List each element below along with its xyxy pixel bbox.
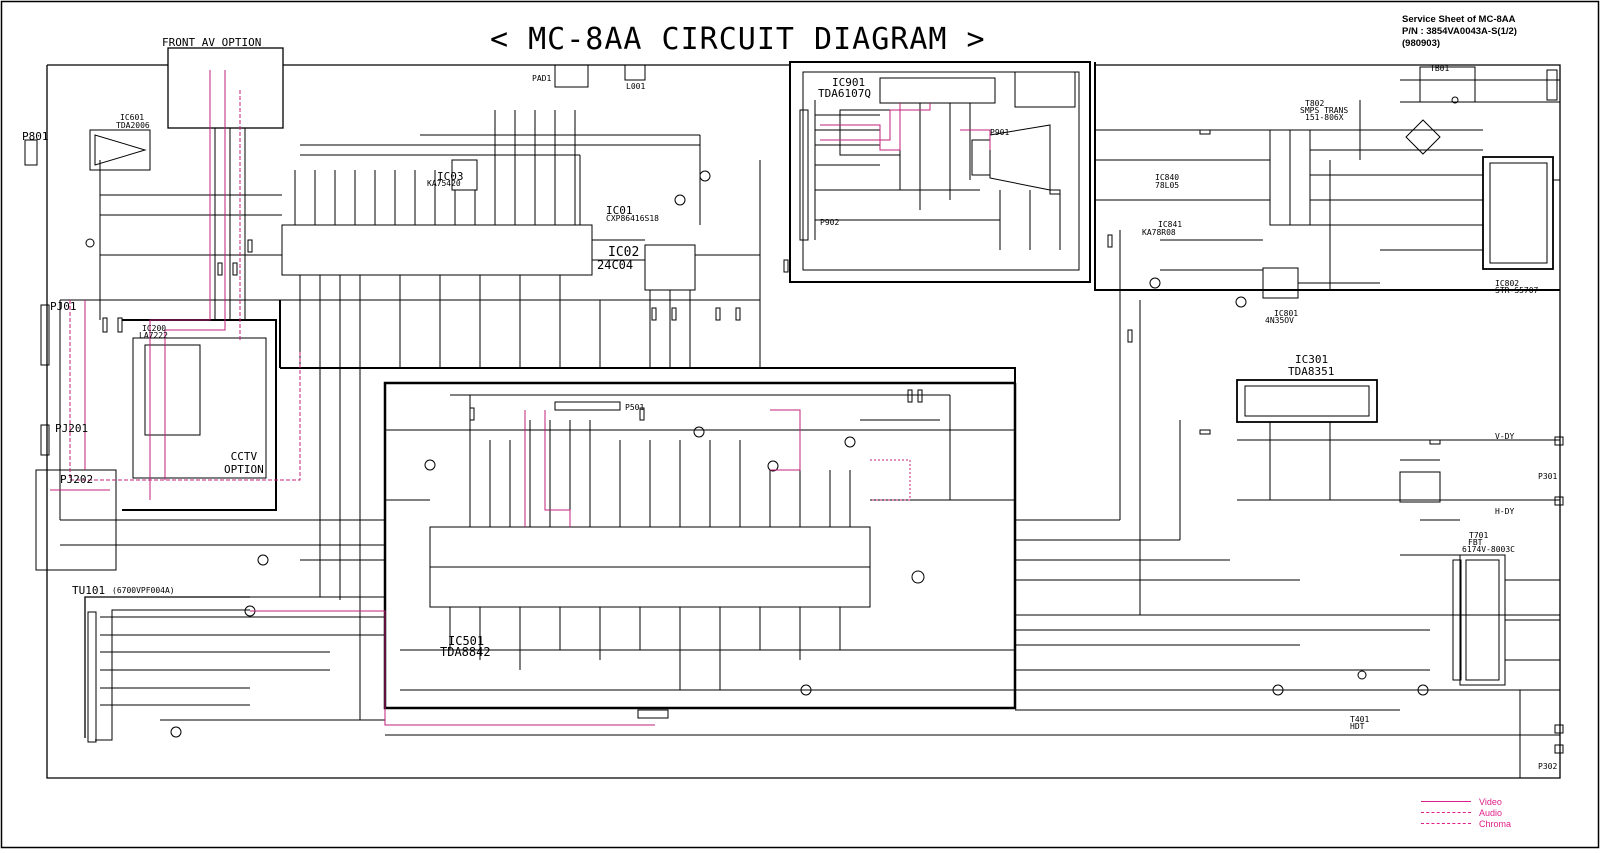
- ic301-body: [1236, 379, 1378, 423]
- service-sheet-info: Service Sheet of MC-8AA P/N : 3854VA0043…: [1402, 14, 1517, 50]
- p901-label: P901: [990, 128, 1010, 137]
- ic841-part-label: KA78R08: [1142, 228, 1176, 237]
- v-dy-label: V-DY: [1495, 432, 1515, 441]
- p302-label: P302: [1538, 762, 1558, 771]
- ic802-body: [1482, 156, 1554, 270]
- ic901-frame: [789, 61, 1091, 283]
- ic840-part-label: 78L05: [1155, 181, 1180, 190]
- service-sheet-date: (980903): [1402, 38, 1441, 49]
- power-frame: [1094, 62, 1560, 291]
- pj201-label: PJ201: [55, 422, 89, 435]
- ic802-part-label: STR-S5707: [1495, 286, 1539, 295]
- p902-label: P902: [820, 218, 840, 227]
- ic01-label: IC01: [606, 204, 633, 217]
- ic601-symbol: [94, 134, 147, 166]
- ic01-part-label: CXP86416S18: [606, 214, 659, 223]
- ic601-part-label: TDA2006: [116, 121, 150, 130]
- t802-part-label: 151-806X: [1305, 113, 1344, 122]
- ic901-label: IC901: [832, 76, 866, 89]
- ic501-part-label: TDA8842: [440, 645, 491, 659]
- t802-label: T802: [1305, 99, 1325, 108]
- ic200-part-label: LA7222: [139, 331, 168, 340]
- ic802-label: IC802: [1495, 279, 1520, 288]
- ic801-label: IC801: [1274, 309, 1299, 318]
- tu101-label: TU101: [72, 584, 106, 597]
- cctv-option-label: CCTV OPTION: [224, 450, 264, 476]
- h-dy-label: H-DY: [1495, 507, 1515, 516]
- micom-frame: [280, 367, 1016, 383]
- ic03-part-label: KA75420: [427, 179, 461, 188]
- ic301-part-label: TDA8351: [1288, 365, 1335, 378]
- pad1-label: PAD1: [532, 74, 552, 83]
- diagram-title: < MC-8AA CIRCUIT DIAGRAM >: [490, 22, 986, 57]
- ic601-label: IC601: [120, 113, 145, 122]
- p801-label: P801: [22, 130, 49, 143]
- ic02-label: IC02: [608, 245, 640, 260]
- tb01-label: TB01: [1430, 64, 1450, 73]
- legend-chroma-label: Chroma: [1479, 818, 1512, 829]
- pj01-label: PJ01: [50, 300, 77, 313]
- t401-label: T401: [1350, 715, 1370, 724]
- t701-label: T701: [1469, 531, 1489, 540]
- ic901-part-label: TDA6107Q: [818, 87, 871, 100]
- ic02-part-label: 24C04: [597, 258, 634, 272]
- ic301-label: IC301: [1295, 353, 1329, 366]
- legend-chroma: Chroma: [1421, 818, 1511, 829]
- service-sheet-part-number: P/N : 3854VA0043A-S(1/2): [1402, 26, 1517, 37]
- t701-part-label: 6174V-8003C: [1462, 545, 1515, 554]
- tuner-frame: [84, 596, 250, 738]
- signal-legend: Video Audio Chroma: [1421, 796, 1511, 829]
- legend-audio: Audio: [1421, 807, 1511, 818]
- ic840-label: IC840: [1155, 173, 1180, 182]
- front-av-option-label: FRONT AV OPTION: [162, 36, 262, 49]
- ic200-label: IC200: [142, 324, 167, 333]
- t401-desc-label: HDT: [1350, 722, 1365, 731]
- pj202-label: PJ202: [60, 473, 94, 486]
- ic01-body: [281, 224, 593, 276]
- fbt-body: [1459, 554, 1506, 686]
- t701-desc-label: FBT: [1468, 538, 1483, 547]
- ic02-body: [644, 244, 696, 291]
- tu101-part-label: (6700VPF004A): [112, 586, 175, 595]
- p501-label: P501: [625, 403, 645, 412]
- cctv-label-line1: CCTV: [230, 450, 258, 463]
- legend-video-label: Video: [1479, 796, 1502, 807]
- t802-desc-label: SMPS TRANS: [1300, 106, 1349, 115]
- ic841-label: IC841: [1158, 220, 1183, 229]
- main-frame: [46, 64, 1561, 779]
- legend-audio-label: Audio: [1479, 807, 1503, 818]
- service-sheet-line1: Service Sheet of MC-8AA: [1402, 14, 1516, 25]
- p301-label: P301: [1538, 472, 1558, 481]
- legend-video: Video: [1421, 796, 1511, 807]
- ic501-label: IC501: [448, 634, 485, 648]
- ic03-label: IC03: [437, 170, 464, 183]
- ic801-part-label: 4N35OV: [1265, 316, 1294, 325]
- cctv-label-line2: OPTION: [224, 463, 264, 476]
- l001-label: L001: [626, 82, 646, 91]
